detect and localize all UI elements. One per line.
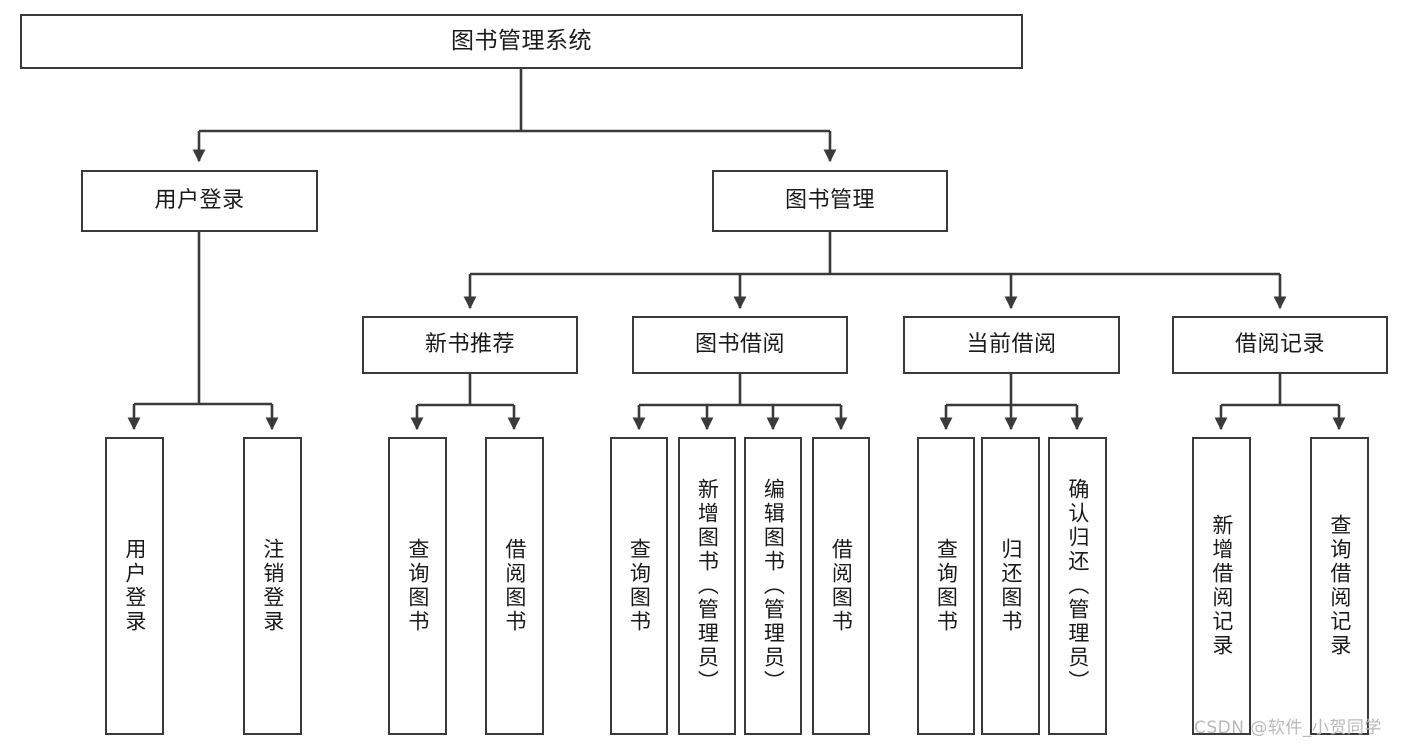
node-label: 查询借阅记录 (1327, 514, 1352, 658)
node-new-book-recommendation[interactable]: 新书推荐 (362, 316, 578, 374)
node-leaf-add-borrow-record[interactable]: 新增借阅记录 (1192, 437, 1251, 735)
node-leaf-confirm-return-admin[interactable]: 确认归还（管理员） (1048, 437, 1107, 735)
node-label: 归还图书 (998, 538, 1023, 634)
node-label: 借阅图书 (502, 538, 527, 634)
node-leaf-borrow-book-borrowing[interactable]: 借阅图书 (812, 437, 870, 735)
node-label: 查询图书 (627, 538, 652, 634)
node-label: 图书管理 (784, 187, 875, 213)
node-borrowing-record[interactable]: 借阅记录 (1172, 316, 1388, 374)
csdn-watermark: CSDN @软件_小贺同学 (1194, 718, 1382, 738)
node-label: 注销登录 (260, 538, 285, 634)
node-leaf-user-login[interactable]: 用户登录 (105, 437, 164, 735)
node-label: 编辑图书（管理员） (761, 478, 786, 694)
node-leaf-query-borrow-record[interactable]: 查询借阅记录 (1310, 437, 1369, 735)
node-label: 图书借阅 (694, 331, 785, 357)
node-root-system[interactable]: 图书管理系统 (20, 14, 1023, 69)
node-leaf-edit-book-admin[interactable]: 编辑图书（管理员） (744, 437, 802, 735)
node-label: 查询图书 (405, 538, 430, 634)
node-leaf-query-book-recommendation[interactable]: 查询图书 (388, 437, 447, 735)
node-leaf-logout[interactable]: 注销登录 (243, 437, 302, 735)
node-current-borrowing[interactable]: 当前借阅 (903, 316, 1120, 374)
node-label: 确认归还（管理员） (1065, 478, 1090, 694)
node-user-login[interactable]: 用户登录 (81, 170, 318, 232)
node-label: 借阅图书 (829, 538, 854, 634)
node-leaf-return-book[interactable]: 归还图书 (981, 437, 1040, 735)
node-leaf-borrow-book-recommendation[interactable]: 借阅图书 (485, 437, 544, 735)
node-label: 当前借阅 (966, 331, 1057, 357)
node-label: 新增借阅记录 (1209, 514, 1234, 658)
node-leaf-query-book-borrowing[interactable]: 查询图书 (610, 437, 668, 735)
node-label: 借阅记录 (1234, 331, 1325, 357)
node-label: 用户登录 (154, 187, 245, 213)
node-label: 查询图书 (934, 538, 959, 634)
node-label: 新书推荐 (424, 331, 515, 357)
node-leaf-query-book-current[interactable]: 查询图书 (917, 437, 975, 735)
node-label: 图书管理系统 (451, 27, 592, 54)
node-label: 用户登录 (122, 538, 147, 634)
node-book-management[interactable]: 图书管理 (712, 170, 948, 232)
node-label: 新增图书（管理员） (695, 478, 720, 694)
node-book-borrowing[interactable]: 图书借阅 (632, 316, 848, 374)
node-leaf-add-book-admin[interactable]: 新增图书（管理员） (678, 437, 736, 735)
